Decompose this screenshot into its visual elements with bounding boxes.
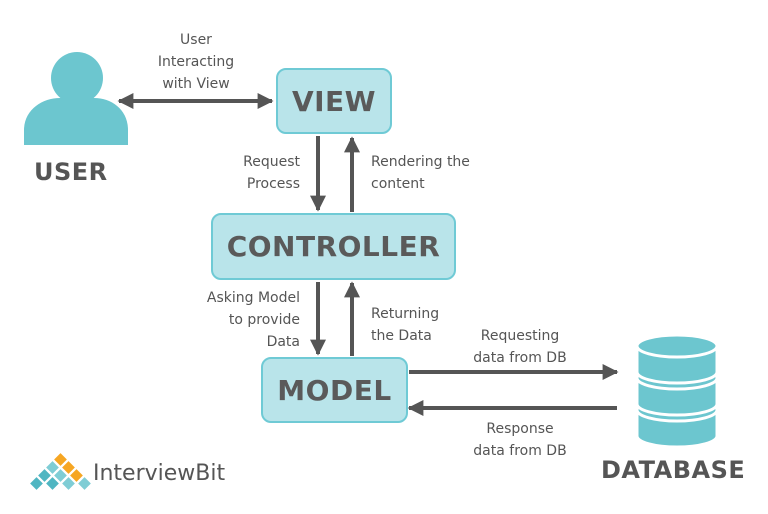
model-node: MODEL (261, 357, 408, 423)
database-label: DATABASE (601, 456, 746, 484)
edge-label-asking-model: Asking Model to provide Data (206, 290, 300, 350)
edge-label-rendering: Rendering the content (371, 154, 470, 192)
database-icon (635, 333, 719, 449)
edge-label-response-db: Response data from DB (473, 421, 567, 459)
model-label: MODEL (277, 373, 392, 407)
interviewbit-logo-icon (30, 453, 91, 490)
edge-label-request-process: Request Process (243, 154, 300, 192)
view-node: VIEW (276, 68, 392, 134)
controller-label: CONTROLLER (226, 230, 441, 263)
controller-node: CONTROLLER (211, 213, 456, 280)
edge-label-requesting-db: Requesting data from DB (473, 328, 567, 366)
user-icon (24, 52, 128, 145)
edge-label-returning: Returning the Data (371, 306, 440, 344)
view-label: VIEW (291, 84, 377, 118)
interviewbit-logo-text: InterviewBit (93, 461, 226, 486)
user-label: USER (34, 158, 108, 186)
edge-label-user-view: User Interacting with View (157, 32, 235, 92)
